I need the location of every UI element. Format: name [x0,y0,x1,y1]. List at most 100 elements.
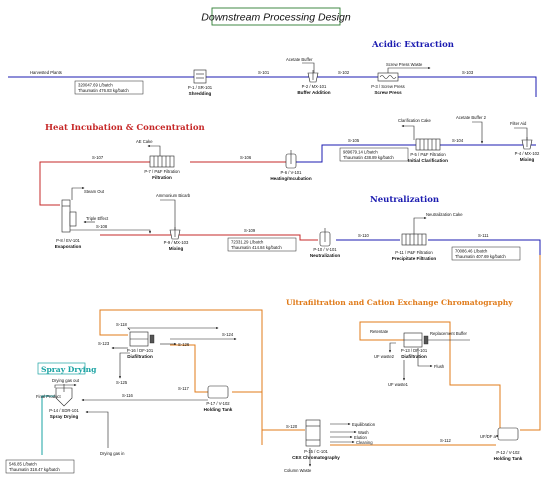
stream-label: S-104 [452,138,464,143]
flowrate-line: Thaumatin 476.83 kg/batch [78,88,129,93]
holding-tank-icon [497,427,519,441]
output-label: Steam Out [84,189,105,194]
stream-line-spray [41,395,55,455]
stream-line-retentate-loop [359,321,501,430]
input-label: Ammonium Bicarb [156,193,191,198]
line-ammonium [160,199,177,233]
stream-label: S-125 [116,380,128,385]
section-neutralization: Neutralization [370,195,439,205]
equipment-name: Mixing [520,157,535,162]
line-clar-cake [401,124,415,140]
page-title: Downstream Processing Design [201,12,351,24]
flowrate-line: Thaumatin 318.47 kg/batch [9,467,60,472]
stream-label: S-109 [244,228,256,233]
section-ultrafiltration: Ultrafiltration and Cation Exchange Chro… [286,298,513,307]
filter-press-icon [401,233,427,246]
input-label: Replacement Buffer [430,331,468,336]
stream-label: Retentate [370,329,389,334]
line-acetate1 [302,62,316,76]
equipment-name: Filtration [152,175,172,180]
output-label: Column Waste [284,468,312,473]
equipment-name: Mixing [169,246,184,251]
line-s108 [62,229,152,234]
input-label: Acetate Buffer [286,57,313,62]
stream-label: S-111 [478,233,489,238]
flowrate-line: Thaumatin 407.69 kg/batch [455,254,506,259]
stream-label: Final Product [36,394,62,399]
stream-label: S-124 [222,332,234,337]
stream-label: S-110 [358,233,370,238]
spray-dryer-icon [55,384,73,407]
output-label: Clarification Cake [398,118,431,123]
chromatography-column-icon [305,419,321,447]
stream-label: S-116 [122,393,134,398]
output-label: Cleaning [356,440,373,445]
line-screw-waste [387,66,431,75]
diafiltration-icon [129,331,155,347]
stream-line-ultra-right [520,255,541,431]
line-ae-cake [147,144,161,157]
line-drying-gas-out [54,383,77,388]
input-label: Acetate Buffer 2 [456,115,487,120]
equipment-id: P-8 / EV-101 [56,238,80,243]
equipment-name: Spray Drying [50,414,79,419]
equipment-id: P-4 / MX-102 [515,151,540,156]
stream-label: S-120 [286,424,298,429]
stream-label: S-107 [92,155,104,160]
equipment-id: P-13 / DF-101 [401,348,428,353]
stream-label: S-103 [462,70,474,75]
holding-tank-icon [207,385,229,399]
shredder-icon [193,69,207,84]
stream-label: S-108 [96,224,108,229]
equipment-id: P-12 / V-102 [496,450,520,455]
flowrate-box-s105: 989679.14 L/batch Thaumatin 438.89 kg/ba… [339,147,409,162]
equipment-name: Evaporation [55,244,82,249]
screw-press-icon [377,72,399,82]
stream-label: UF/DF a [480,434,496,439]
equipment-name: Diafiltration [127,354,153,359]
stream-label: S-102 [338,70,350,75]
equipment-name: CEX Chromatography [292,455,340,460]
flowrate-line: 72331.29 L/batch [231,240,264,245]
stream-line-acidic [8,76,537,97]
equipment-id: P-10 / V-101 [313,247,337,252]
mixer-icon [307,70,319,83]
line-s118 [127,326,219,331]
stream-line-s117 [170,344,208,393]
output-label: AE Cake [136,139,153,144]
line-ufwaste2 [388,342,396,353]
equipment-id: P-17 / V-102 [206,401,230,406]
output-label: Screw Press Waste [386,62,423,67]
flowrate-box-harvest: 320047.69 L/batch Thaumatin 476.83 kg/ba… [74,80,144,95]
flowrate-line: 989679.14 L/batch [343,150,378,155]
flowrate-box-final: 546.85 L/batch Thaumatin 318.47 kg/batch [5,459,75,474]
heating-vessel-icon [285,150,297,169]
stream-label: S-101 [258,70,270,75]
equipment-id: P-16 / DF-101 [127,348,154,353]
equipment-name: Heating/Incubation [270,176,312,181]
section-heat-incubation: Heat Incubation & Concentration [45,123,205,133]
output-label: Elution [354,435,367,440]
equipment-id: P-11 / P&F Filtration [395,250,433,255]
equipment-name: Shredding [189,91,212,96]
stream-line-s111 [428,239,541,255]
filter-press-icon [415,138,441,151]
equipment-id: P-2 / MX-101 [302,84,327,89]
line-flush [417,348,433,368]
output-label: UF waste1 [388,382,409,387]
equipment-id: P-5 / P&F Filtration [410,152,446,157]
equipment-id: P-9 / MX-103 [164,240,189,245]
stream-label: S-112 [440,438,452,443]
flowrate-line: 546.85 L/batch [9,462,37,467]
flowrate-line: 320047.69 L/batch [78,83,113,88]
stream-line-ultra-left [99,309,263,445]
equipment-id: P-14 / SDR-101 [49,408,79,413]
stream-line-s105 [296,144,416,163]
stream-label: S-105 [348,138,360,143]
equipment-name: Initial Clarification [408,158,448,163]
output-label: Wash [358,430,369,435]
output-label: Drying gas out [52,378,80,383]
stream-line-s107 [39,161,160,206]
mixer-icon [521,137,533,150]
equipment-name: Holding Tank [494,456,523,461]
